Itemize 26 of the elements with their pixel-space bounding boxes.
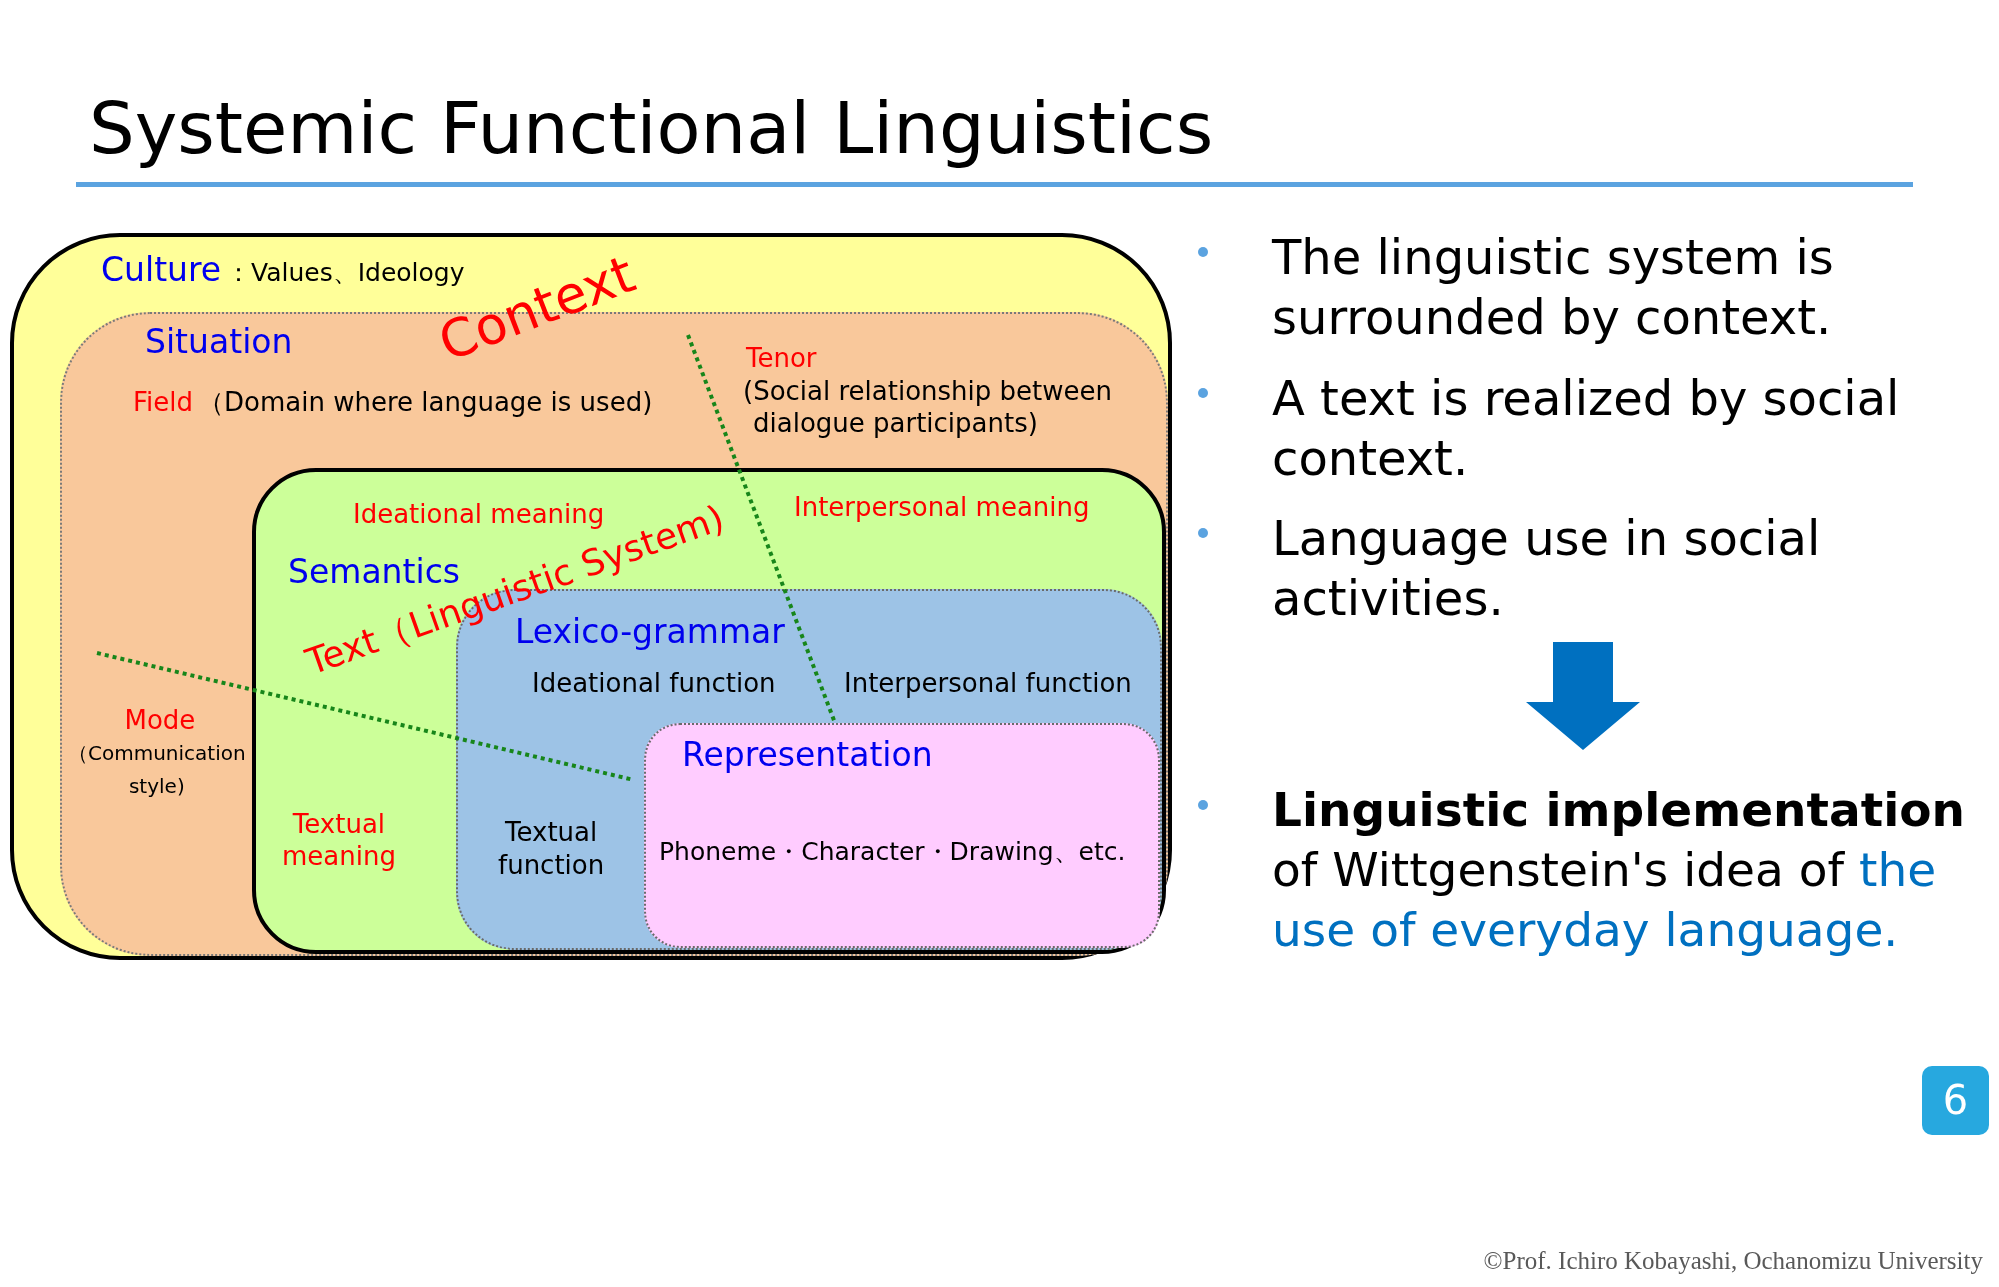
page-number: 6 [1922,1066,1989,1135]
description-text: （Domain where language is used) [198,386,653,418]
copyright-notice: ©Prof. Ichiro Kobayashi, Ochanomizu University [1483,1246,1983,1276]
description-text: Phoneme・Character・Drawing、etc. [659,837,1126,867]
category-label: Textual meaning [282,808,396,872]
description-text: Interpersonal function [844,667,1132,699]
category-label: Field [133,386,193,418]
category-label: Interpersonal meaning [794,491,1090,523]
category-label: Tenor [746,342,817,374]
bullet-text: The linguistic system is surrounded by context. [1272,227,1852,347]
representation-box [644,723,1160,948]
category-label: Mode [124,704,196,736]
block-arrow [1526,642,1640,750]
bullet-text: Linguistic implementation of Wittgenstein's idea of the use of everyday language. [1272,780,1977,960]
description-text: Textual function [498,815,605,882]
slide-title: Systemic Functional Linguistics [89,87,1214,170]
bullet-text: Language use in social activities. [1272,508,1837,628]
description-text: (Social relationship between dialogue participants) [743,375,1113,439]
layer-heading: Representation [682,735,933,775]
semantics-box [252,468,1166,954]
layer-heading: Situation [145,322,293,362]
bullet-text: A text is realized by social context. [1272,368,1917,488]
layer-heading: Culture [101,250,222,290]
culture-box [10,233,1172,960]
description-text: Ideational function [532,667,776,699]
description-text: （Communication style) [68,739,246,800]
